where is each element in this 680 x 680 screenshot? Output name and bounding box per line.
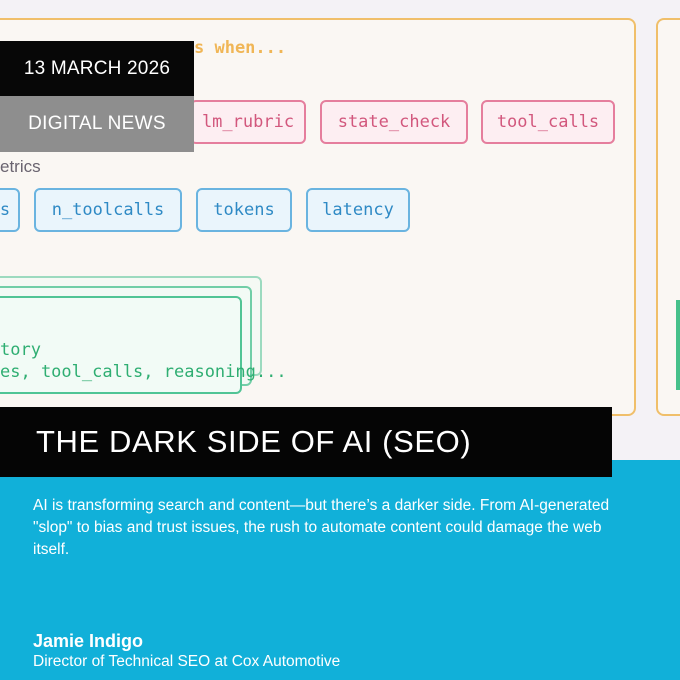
author-name: Jamie Indigo xyxy=(33,631,144,651)
date-label: 13 MARCH 2026 xyxy=(0,41,194,96)
category-label: DIGITAL NEWS xyxy=(0,96,194,152)
chip-n-toolcalls: n_toolcalls xyxy=(34,188,182,232)
green-accent-strip xyxy=(676,300,680,390)
chip-metric-partial: s xyxy=(0,188,20,232)
article-summary: AI is transforming search and content—bu… xyxy=(33,497,610,558)
history-card-front xyxy=(0,296,242,394)
article-title: THE DARK SIDE OF AI (SEO) xyxy=(0,407,612,477)
panel-heading: s when... xyxy=(194,38,287,58)
chip-lm-rubric: lm_rubric xyxy=(190,100,306,144)
info-panel xyxy=(0,460,680,680)
chip-state-check: state_check xyxy=(320,100,468,144)
chip-tool-calls: tool_calls xyxy=(481,100,615,144)
chip-tokens: tokens xyxy=(196,188,292,232)
card-title: tory xyxy=(0,340,41,360)
chip-latency: latency xyxy=(306,188,410,232)
metrics-label: etrics xyxy=(0,157,41,176)
card-fields: es, tool_calls, reasoning... xyxy=(0,362,287,382)
author-role: Director of Technical SEO at Cox Automot… xyxy=(33,653,341,670)
